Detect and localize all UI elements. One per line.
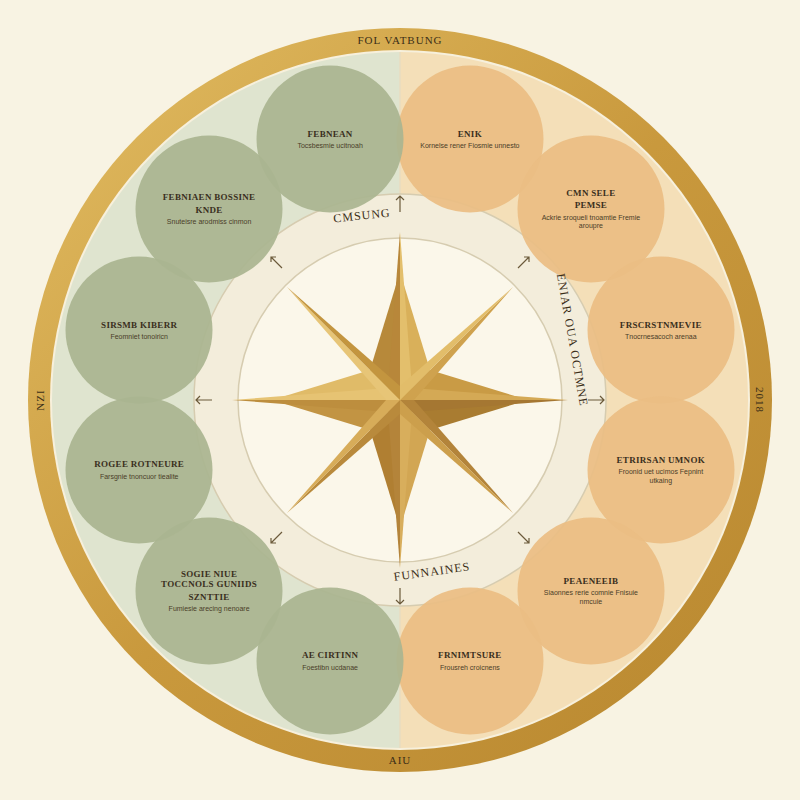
petal-heading: FRSCRSTNMEVIE (620, 320, 702, 330)
petal-text-area: ENIK Kornelse rener Fiosmie unnesto (418, 128, 522, 151)
petal-body-text: Fumiesie arecing nenoare (169, 605, 250, 614)
petal-heading: AE CIRTINN (302, 650, 358, 660)
petal-text-area: FRNIMTSURE Frousreh croicnens (418, 649, 522, 672)
petal-heading: ETRIRSAN UMNOK (617, 455, 705, 465)
petal-heading: FRNIMTSURE (438, 650, 502, 660)
petal-shape (396, 587, 544, 735)
ring-title: FOL VATBUNG (357, 34, 442, 46)
petal-body-text: Farsgnie tnoncuor tiealite (100, 473, 179, 482)
petal-heading: PEAENEEIB (564, 576, 619, 586)
petal-text-area: ROGEE ROTNEURE Farsgnie tnoncuor tiealite (87, 458, 191, 481)
petal-body-text: Snuteisre arodmiss cinmon (167, 218, 251, 227)
petal-heading: SIRSMB KIBERR (101, 320, 177, 330)
petal-text-area: SIRSMB KIBERR Feomniet tonoiricn (87, 319, 191, 342)
petal-heading: ENIK (458, 129, 482, 139)
petal-shape (65, 396, 213, 544)
petal-heading: FEBNEAN (308, 129, 353, 139)
outer-gold-ring (28, 28, 772, 772)
petal-body-text: Foestibn ucdanae (302, 664, 358, 673)
petal-heading: PEMSE (575, 200, 608, 210)
petal-body-text: Kornelse rener Fiosmie unnesto (420, 142, 519, 151)
petal-body-text: Feomniet tonoiricn (110, 333, 168, 342)
petal-fill (257, 66, 404, 213)
petal-circle: ROGEE ROTNEURE Farsgnie tnoncuor tiealite (65, 396, 213, 544)
petal-shape (256, 65, 404, 213)
ring-inner-edge (50, 50, 750, 750)
petal-shape (587, 256, 735, 404)
petal-heading: KNDE (195, 205, 222, 215)
petal-text-area: AE CIRTINN Foestibn ucdanae (278, 649, 382, 672)
petal-heading: CMN SELE (566, 188, 615, 198)
petal-heading: SOGIE NIUE TOCCNOLS GUNIIDS (157, 569, 261, 590)
petal-circle: FRNIMTSURE Frousreh croicnens (396, 587, 544, 735)
petal-body-text: Froonid uet ucimos Fepnint utkaing (609, 468, 713, 486)
ring-label: AIU (389, 754, 412, 766)
petal-body-text: Tnocrnesacoch arenaa (625, 333, 697, 342)
petal-text-area: FEBNIAEN BOSSINE KNDE Snuteisre arodmiss c… (157, 191, 261, 226)
petal-text-area: ETRIRSAN UMNOK Froonid uet ucimos Fepnint… (609, 454, 713, 486)
petal-body-text: Ackrie sroqueli tnoamtie Fremie aroupre (539, 214, 643, 232)
compass-star (232, 232, 568, 568)
petal-heading: ROGEE ROTNEURE (94, 459, 184, 469)
petal-circle: FEBNEAN Tocsbesmie ucitnoah (256, 65, 404, 213)
petal-text-area: SOGIE NIUE TOCCNOLS GUNIIDS SZNTTIE Fumies… (157, 568, 261, 614)
ring-label: NZI (34, 389, 46, 410)
petal-circle: FRSCRSTNMEVIE Tnocrnesacoch arenaa (587, 256, 735, 404)
petal-body-text: Frousreh croicnens (440, 664, 500, 673)
petal-text-area: FEBNEAN Tocsbesmie ucitnoah (278, 128, 382, 151)
petal-fill (587, 257, 734, 404)
petal-heading: FEBNIAEN BOSSINE (163, 192, 256, 202)
petal-fill (66, 396, 213, 543)
petal-text-area: PEAENEEIB Siaonnes rerie comnie Fnisuie n… (539, 575, 643, 607)
ring-label: 2018 (754, 387, 766, 413)
petal-text-area: FRSCRSTNMEVIE Tnocrnesacoch arenaa (609, 319, 713, 342)
petal-heading: SZNTTIE (189, 592, 230, 602)
petal-body-text: Tocsbesmie ucitnoah (297, 142, 362, 151)
petal-fill (396, 587, 543, 734)
petal-text-area: CMN SELE PEMSE Ackrie sroqueli tnoamtie Fr… (539, 187, 643, 231)
petal-body-text: Siaonnes rerie comnie Fnisuie nmcuie (539, 589, 643, 607)
